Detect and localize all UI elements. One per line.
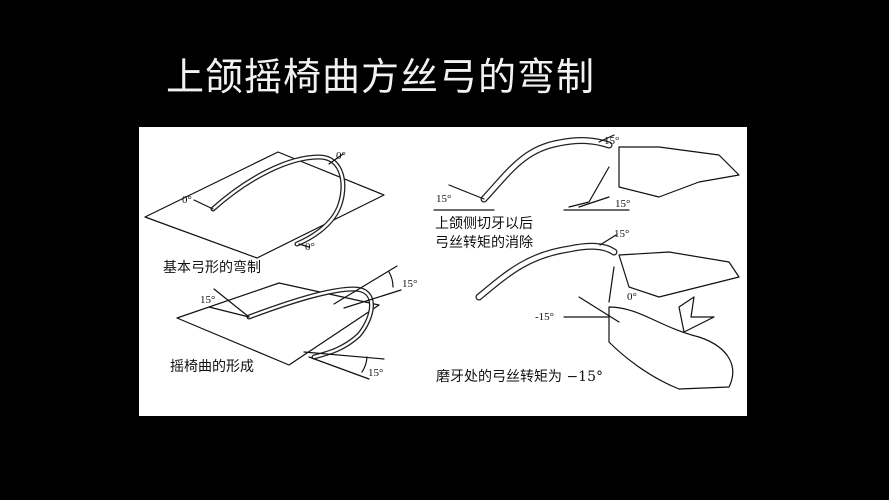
caption-incisor-torque: 磨牙处的弓丝转矩为 −15° xyxy=(436,369,603,385)
figure-panel: 0° 0° 0° 基本弓形的弯制 15° 15° 15° 摇椅曲的形成 15° … xyxy=(139,127,747,416)
caption-torque-removal-line1: 上颌侧切牙以后 xyxy=(435,216,533,232)
angle-label: 15° xyxy=(402,278,418,290)
angle-label: 15° xyxy=(436,193,452,205)
angle-label: 15° xyxy=(368,367,384,379)
slide-title: 上颌摇椅曲方丝弓的弯制 xyxy=(166,55,596,99)
torque-removal-diagram xyxy=(433,134,740,211)
angle-label: -15° xyxy=(535,311,555,323)
caption-torque-removal-line2: 弓丝转矩的消除 xyxy=(435,235,533,251)
angle-label: 0° xyxy=(627,291,637,303)
angle-label: 15° xyxy=(604,135,620,147)
caption-rocker-curve: 摇椅曲的形成 xyxy=(170,359,254,375)
basic-arch-diagram xyxy=(144,151,385,259)
incisor-torque-diagram xyxy=(475,234,740,390)
angle-label: 0° xyxy=(305,241,315,253)
line-art-illustration xyxy=(144,134,740,390)
angle-label: 15° xyxy=(614,228,630,240)
caption-basic-arch: 基本弓形的弯制 xyxy=(163,260,261,276)
angle-label: 15° xyxy=(615,198,631,210)
angle-label: 15° xyxy=(200,294,216,306)
angle-label: 0° xyxy=(182,194,192,206)
rocker-curve-diagram xyxy=(176,265,402,380)
angle-label: 0° xyxy=(336,150,346,162)
